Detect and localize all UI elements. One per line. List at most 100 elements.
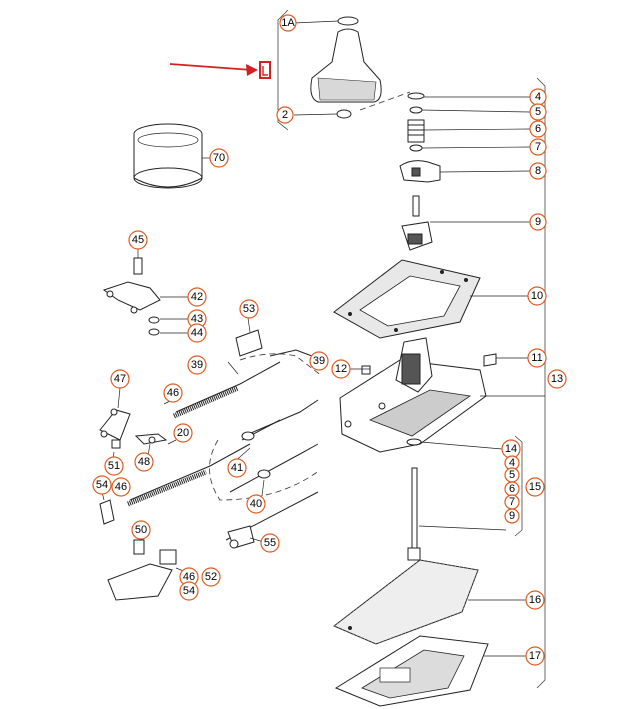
callout-9-lower[interactable]: 9 <box>504 508 520 524</box>
svg-text:41: 41 <box>231 462 243 474</box>
callout-8[interactable]: 8 <box>529 162 547 180</box>
svg-text:54: 54 <box>183 585 195 597</box>
svg-text:53: 53 <box>243 303 255 315</box>
sub-bracket-15 <box>514 435 523 537</box>
svg-text:50: 50 <box>135 524 147 536</box>
svg-text:16: 16 <box>529 594 541 606</box>
callout-17[interactable]: 17 <box>525 646 545 666</box>
shift-housing <box>339 337 545 453</box>
svg-text:14: 14 <box>505 443 517 455</box>
callout-45[interactable]: 45 <box>128 230 148 250</box>
svg-text:15: 15 <box>529 481 541 493</box>
svg-text:17: 17 <box>529 650 541 662</box>
svg-text:7: 7 <box>535 141 541 153</box>
callout-14[interactable]: 14 <box>501 439 521 459</box>
callout-6-lower[interactable]: 6 <box>504 481 520 497</box>
svg-text:6: 6 <box>535 123 541 135</box>
svg-text:4: 4 <box>509 457 515 469</box>
callout-43[interactable]: 43 <box>187 309 207 329</box>
knob-bracket <box>277 9 289 131</box>
svg-text:54: 54 <box>96 479 108 491</box>
callout-6-top[interactable]: 6 <box>529 120 547 138</box>
svg-text:8: 8 <box>535 165 541 177</box>
callout-1a[interactable]: 1A <box>279 14 297 32</box>
callout-48[interactable]: 48 <box>134 452 154 472</box>
svg-text:46: 46 <box>115 481 127 493</box>
callout-7-lower[interactable]: 7 <box>504 494 520 510</box>
callout-10[interactable]: 10 <box>527 286 547 306</box>
callout-4-top[interactable]: 4 <box>529 88 547 106</box>
svg-text:12: 12 <box>335 363 347 375</box>
svg-text:39: 39 <box>313 355 325 367</box>
callout-13[interactable]: 13 <box>547 369 567 389</box>
svg-text:46: 46 <box>183 571 195 583</box>
svg-text:11: 11 <box>531 352 542 364</box>
svg-text:5: 5 <box>535 106 541 118</box>
callout-11[interactable]: 11 <box>527 348 547 368</box>
callout-40[interactable]: 40 <box>246 494 266 514</box>
callout-20[interactable]: 20 <box>173 423 193 443</box>
gasket-plate <box>333 259 530 339</box>
shift-lever-parts <box>399 92 531 251</box>
svg-text:1A: 1A <box>281 17 295 29</box>
callout-15[interactable]: 15 <box>525 477 545 497</box>
svg-text:43: 43 <box>191 313 203 325</box>
callout-5-lower[interactable]: 5 <box>504 467 520 483</box>
svg-text:42: 42 <box>191 291 203 303</box>
callout-42[interactable]: 42 <box>187 287 207 307</box>
svg-text:51: 51 <box>108 460 120 472</box>
gear-knob <box>293 16 411 119</box>
callout-4-lower[interactable]: 4 <box>504 455 520 471</box>
callout-12[interactable]: 12 <box>331 359 351 379</box>
callout-53[interactable]: 53 <box>239 299 259 319</box>
callout-50[interactable]: 50 <box>131 520 151 540</box>
svg-text:9: 9 <box>535 216 541 228</box>
callout-46-top[interactable]: 46 <box>163 383 183 403</box>
svg-text:39: 39 <box>191 359 203 371</box>
callout-5-top[interactable]: 5 <box>529 103 547 121</box>
svg-text:44: 44 <box>191 327 203 339</box>
callout-51[interactable]: 51 <box>104 456 124 476</box>
callout-39-right[interactable]: 39 <box>309 351 329 371</box>
svg-text:7: 7 <box>509 496 515 508</box>
callout-54-top[interactable]: 54 <box>92 475 112 495</box>
callout-41[interactable]: 41 <box>227 458 247 478</box>
svg-text:47: 47 <box>114 373 126 385</box>
cable-clip <box>235 317 263 357</box>
mount-bracket <box>102 248 188 336</box>
callout-16[interactable]: 16 <box>525 590 545 610</box>
svg-text:20: 20 <box>177 427 189 439</box>
svg-text:9: 9 <box>509 510 515 522</box>
svg-text:6: 6 <box>509 483 515 495</box>
svg-text:48: 48 <box>138 456 150 468</box>
svg-text:52: 52 <box>205 571 217 583</box>
callout-46-mid[interactable]: 46 <box>111 477 131 497</box>
svg-text:10: 10 <box>531 290 543 302</box>
boot-ring <box>133 123 210 189</box>
callout-54-bottom[interactable]: 54 <box>179 581 199 601</box>
callout-55[interactable]: 55 <box>260 533 280 553</box>
svg-text:45: 45 <box>132 234 144 246</box>
svg-text:4: 4 <box>535 91 541 103</box>
callout-39-left[interactable]: 39 <box>187 355 207 375</box>
svg-text:70: 70 <box>213 152 225 164</box>
cover-plate <box>333 559 528 645</box>
selection-marker-icon <box>262 66 268 76</box>
callout-9-top[interactable]: 9 <box>529 213 547 231</box>
svg-text:5: 5 <box>509 469 515 481</box>
callout-70[interactable]: 70 <box>209 148 229 168</box>
svg-text:55: 55 <box>264 537 276 549</box>
svg-text:40: 40 <box>250 498 262 510</box>
callout-46-bottom[interactable]: 46 <box>179 567 199 587</box>
callout-47[interactable]: 47 <box>110 369 130 389</box>
svg-text:13: 13 <box>551 373 563 385</box>
selection-marker[interactable] <box>169 61 271 79</box>
callout-44[interactable]: 44 <box>187 323 207 343</box>
callout-7-top[interactable]: 7 <box>529 138 547 156</box>
selector-rod <box>406 438 507 561</box>
main-bracket <box>536 77 546 689</box>
bottom-frame <box>334 635 528 707</box>
callout-2[interactable]: 2 <box>276 106 294 124</box>
callout-52[interactable]: 52 <box>201 567 221 587</box>
